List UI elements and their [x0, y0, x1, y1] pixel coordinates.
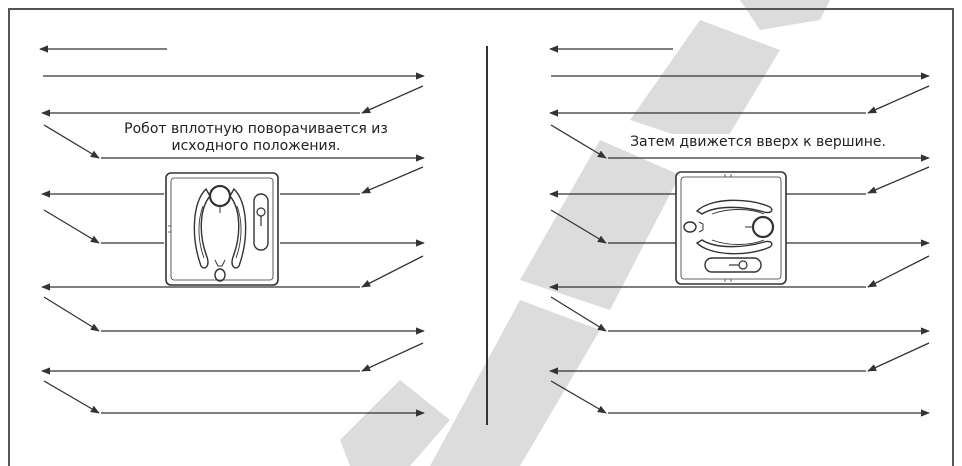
caption-left-line2: исходного положения. — [171, 138, 341, 154]
left-path-lines — [39, 45, 425, 417]
caption-left-line1: Робот вплотную поворачивается из — [124, 121, 388, 137]
caption-right: Затем движется вверх к вершине. — [628, 134, 888, 151]
watermark — [340, 0, 830, 466]
page-frame — [8, 8, 954, 466]
caption-left: Робот вплотную поворачивается из исходно… — [116, 121, 396, 155]
robot-left — [165, 172, 279, 286]
robot-right — [675, 171, 787, 285]
caption-right-line1: Затем движется вверх к вершине. — [630, 134, 886, 150]
right-path-lines — [549, 45, 930, 417]
